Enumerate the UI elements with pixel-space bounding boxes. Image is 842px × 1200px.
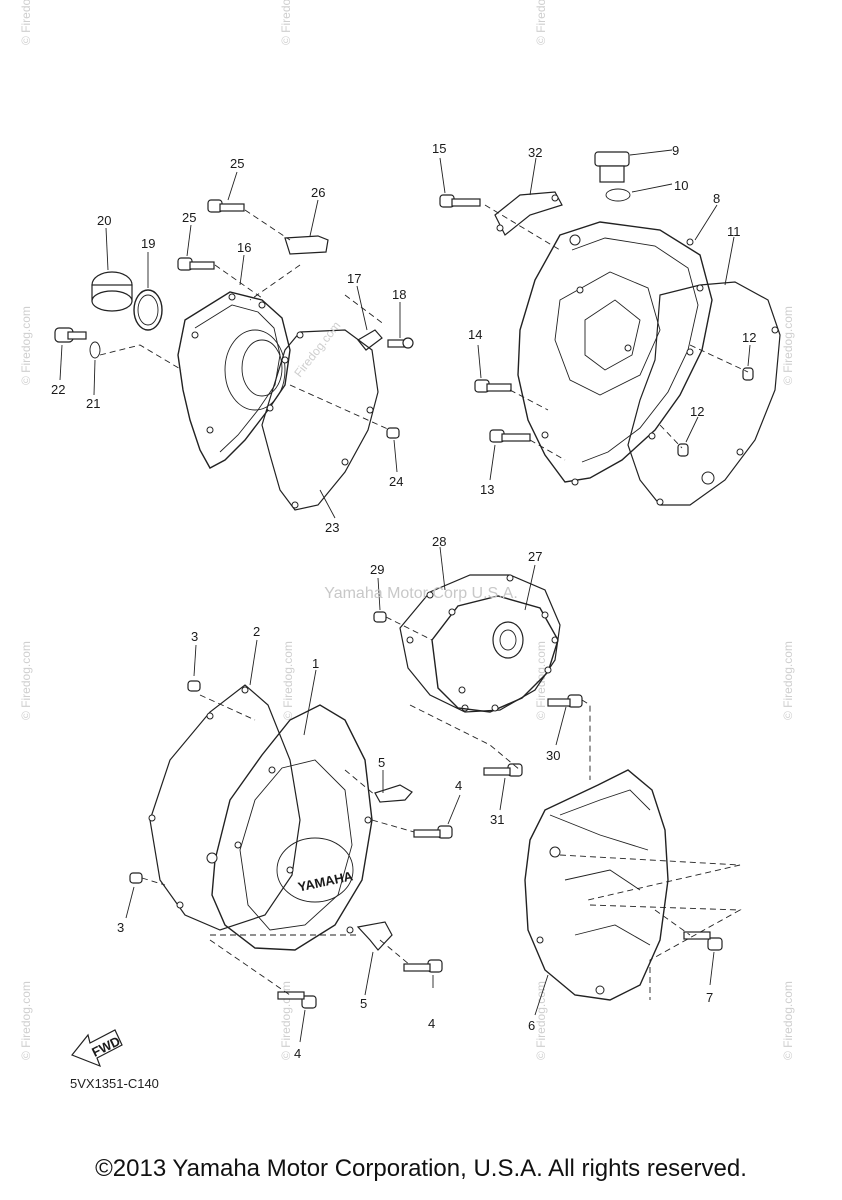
bracket-26 xyxy=(284,235,329,255)
side-watermark: © Firedog.com xyxy=(781,306,795,385)
gasket-23 xyxy=(261,329,379,511)
callout-22: 22 xyxy=(51,382,65,397)
callout-13: 13 xyxy=(480,482,494,497)
fwd-label: FWD xyxy=(89,1033,122,1059)
callout-3: 3 xyxy=(191,629,198,644)
callout-32: 32 xyxy=(528,145,542,160)
side-watermark: © Firedog.com xyxy=(19,641,33,720)
diagonal-watermark: Firedog.com xyxy=(291,319,343,380)
dowel-3 xyxy=(187,680,201,692)
callout-20: 20 xyxy=(97,213,111,228)
callout-4: 4 xyxy=(428,1016,435,1031)
sprocket-cover-6 xyxy=(524,769,669,1001)
side-watermark: © Firedog.com xyxy=(534,0,548,45)
callout-11: 11 xyxy=(727,224,741,239)
callout-25: 25 xyxy=(182,210,196,225)
watermarks: © Firedog.com © Firedog.com © Firedog.co… xyxy=(19,0,795,1060)
fwd-arrow-icon: FWD xyxy=(71,1029,123,1068)
washer-21 xyxy=(89,341,101,359)
generator-cover-group xyxy=(54,199,414,511)
bolt-4 xyxy=(301,995,317,1009)
diagram-code: 5VX1351-C140 xyxy=(70,1076,159,1091)
crankcase-cover-1 xyxy=(211,704,373,951)
bracket-32 xyxy=(494,191,563,236)
callout-30: 30 xyxy=(546,748,560,763)
o-ring-10 xyxy=(605,188,631,202)
dowel-29 xyxy=(373,611,387,623)
callout-numbers: 1 2 3 3 4 4 4 5 5 6 7 8 9 10 11 12 12 13… xyxy=(51,141,756,1061)
callout-16: 16 xyxy=(237,240,251,255)
center-watermark: Yamaha Motor Corp U.S.A. xyxy=(324,585,518,602)
callout-15: 15 xyxy=(432,141,446,156)
dowel-12 xyxy=(677,443,689,457)
callout-28: 28 xyxy=(432,534,446,549)
gasket-28 xyxy=(399,574,561,713)
filler-plug-9 xyxy=(594,151,630,167)
o-ring-19 xyxy=(133,289,163,331)
bracket-5 xyxy=(374,784,413,803)
callout-18: 18 xyxy=(392,287,406,302)
callout-12: 12 xyxy=(690,404,704,419)
callout-4: 4 xyxy=(294,1046,301,1061)
callout-6: 6 xyxy=(528,1018,535,1033)
callout-5: 5 xyxy=(378,755,385,770)
cover-logo: YAMAHA xyxy=(296,868,354,894)
gasket-2 xyxy=(149,684,301,931)
side-watermark: © Firedog.com xyxy=(781,981,795,1060)
dowel-12 xyxy=(742,367,754,381)
side-watermark: © Firedog.com xyxy=(19,306,33,385)
callout-19: 19 xyxy=(141,236,155,251)
crankcase-cover-group xyxy=(439,151,781,506)
callout-31: 31 xyxy=(490,812,504,827)
dowel-3 xyxy=(129,872,143,884)
side-watermark: © Firedog.com xyxy=(281,641,295,720)
side-watermark: © Firedog.com xyxy=(534,981,548,1060)
side-watermark: © Firedog.com xyxy=(19,0,33,45)
bolt-7 xyxy=(707,937,723,951)
callout-14: 14 xyxy=(468,327,482,342)
callout-8: 8 xyxy=(713,191,720,206)
callout-26: 26 xyxy=(311,185,325,200)
callout-23: 23 xyxy=(325,520,339,535)
callout-27: 27 xyxy=(528,549,542,564)
callout-9: 9 xyxy=(672,143,679,158)
side-watermark: © Firedog.com xyxy=(781,641,795,720)
callout-17: 17 xyxy=(347,271,361,286)
side-watermark: © Firedog.com xyxy=(279,0,293,45)
callout-21: 21 xyxy=(86,396,100,411)
bracket-5 xyxy=(356,921,393,951)
callout-12: 12 xyxy=(742,330,756,345)
callout-1: 1 xyxy=(312,656,319,671)
callout-5: 5 xyxy=(360,996,367,1011)
callout-7: 7 xyxy=(706,990,713,1005)
pickup-cover-group xyxy=(373,574,591,780)
side-watermark: © Firedog.com xyxy=(19,981,33,1060)
side-watermark: © Firedog.com xyxy=(279,981,293,1060)
gasket-11 xyxy=(627,281,781,506)
callout-25: 25 xyxy=(230,156,244,171)
callout-3: 3 xyxy=(117,920,124,935)
crankcase-cover-1-group: YAMAHA xyxy=(129,680,453,1009)
sprocket-cover-group xyxy=(524,769,742,1001)
callout-2: 2 xyxy=(253,624,260,639)
dowel-24 xyxy=(386,427,400,439)
callout-10: 10 xyxy=(674,178,688,193)
callout-leaders xyxy=(59,149,751,1043)
callout-24: 24 xyxy=(389,474,403,489)
callout-29: 29 xyxy=(370,562,384,577)
copyright-footer: ©2013 Yamaha Motor Corporation, U.S.A. A… xyxy=(95,1155,747,1182)
clip-17 xyxy=(357,329,383,351)
callout-4: 4 xyxy=(455,778,462,793)
